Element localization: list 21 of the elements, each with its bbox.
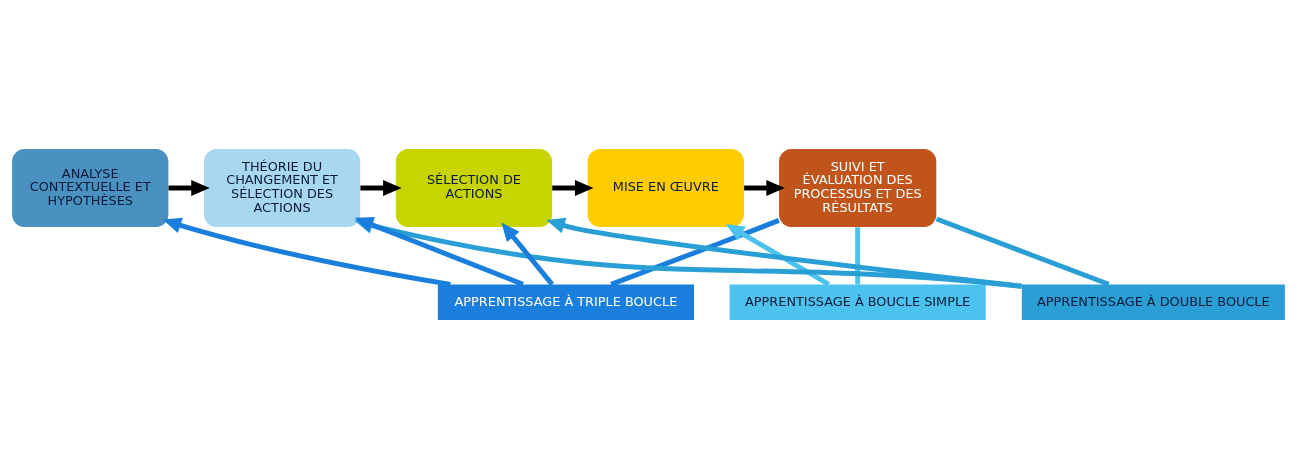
arrow bbox=[546, 217, 1022, 289]
arrow bbox=[744, 179, 785, 197]
connector bbox=[935, 216, 1110, 287]
node-box: APPRENTISSAGE À TRIPLE BOUCLE bbox=[437, 284, 694, 321]
node-box: SUIVI ET ÉVALUATION DES PROCESSUS ET DES RÉSULTATS bbox=[779, 148, 937, 228]
node-box: ANALYSE CONTEXTUELLE ET HYPOTHÈSES bbox=[12, 148, 169, 228]
arrow bbox=[725, 224, 831, 287]
arrow bbox=[360, 179, 402, 197]
node-box: APPRENTISSAGE À BOUCLE SIMPLE bbox=[729, 284, 986, 321]
arrow bbox=[354, 217, 524, 287]
node-box: APPRENTISSAGE À DOUBLE BOUCLE bbox=[1021, 284, 1285, 321]
connector bbox=[610, 218, 780, 287]
connector bbox=[855, 227, 861, 285]
node-box: THÉORIE DU CHANGEMENT ET SÉLECTION DES ACTIONS bbox=[203, 148, 361, 228]
arrow bbox=[162, 217, 451, 287]
node-box: MISE EN ŒUVRE bbox=[587, 148, 744, 228]
node-box: SÉLECTION DE ACTIONS bbox=[395, 148, 553, 228]
arrow bbox=[354, 217, 1022, 289]
arrow bbox=[501, 222, 555, 286]
arrow bbox=[552, 179, 594, 197]
arrow bbox=[168, 179, 210, 197]
